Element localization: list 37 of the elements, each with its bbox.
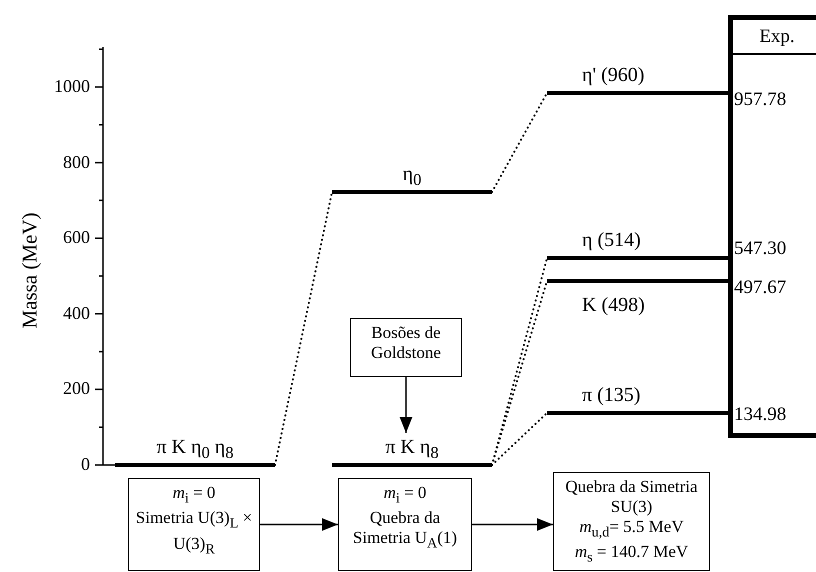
- value-text: 547.30: [733, 238, 786, 260]
- dotted-line: [274, 191, 333, 466]
- text-box: [338, 478, 472, 571]
- tick-label: 0: [80, 454, 90, 474]
- arrow: [260, 518, 338, 531]
- box-text: m$_{u,d}$= 5.5 MeV: [578, 517, 685, 542]
- box-text: Quebra da Simetria U$_{A}$(1): [352, 508, 458, 554]
- box-text: Bosões de Goldstone: [370, 323, 442, 363]
- box-text: Simetria U(3)$_{L}$ × U(3)$_{R}$: [134, 508, 254, 560]
- box-text: m$_{i}$ = 0: [172, 483, 216, 508]
- level-label: π (135): [582, 383, 640, 407]
- tick-label: 400: [62, 302, 90, 323]
- level-label: η$_{0}$: [402, 162, 422, 191]
- dotted-line: [491, 92, 548, 193]
- arrow: [400, 377, 412, 433]
- level-label: K (498): [582, 293, 645, 317]
- data-panel: [728, 15, 816, 438]
- tick-label: 1000: [53, 76, 90, 96]
- box-text: m$_{s}$ = 140.7 MeV: [574, 542, 690, 568]
- level-label: η' (960): [582, 63, 644, 87]
- box-text: m$_{i}$ = 0: [382, 483, 428, 508]
- level-label: π K η$_{8}$: [384, 435, 440, 464]
- tick-label: 800: [62, 152, 90, 172]
- box-text: Quebra da Simetria SU(3): [564, 477, 699, 517]
- dotted-line: [491, 412, 548, 466]
- value-text: 134.98: [733, 404, 786, 426]
- text-box: [128, 478, 260, 571]
- column-header: Exp.: [733, 20, 816, 55]
- text-box: [553, 472, 710, 571]
- value-text: 497.67: [733, 277, 786, 299]
- level-label: π K η$_{0}$ η$_{8}$: [155, 435, 235, 464]
- level-label: η (514): [582, 228, 641, 252]
- value-text: 957.78: [733, 89, 786, 111]
- text-box: [350, 318, 462, 377]
- tick-label: 200: [62, 378, 90, 398]
- arrow: [472, 518, 553, 531]
- axis-title: Massa (MeV): [18, 211, 42, 330]
